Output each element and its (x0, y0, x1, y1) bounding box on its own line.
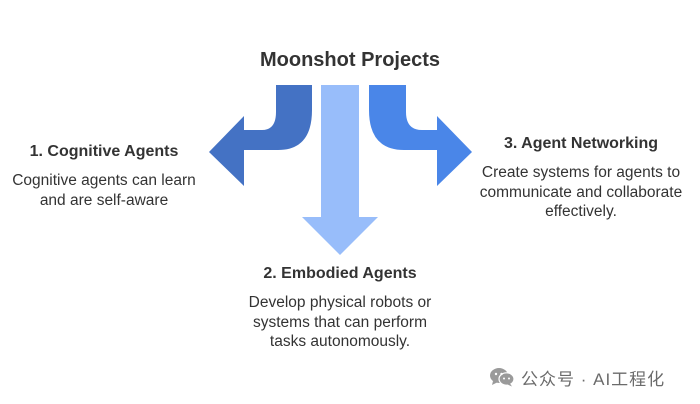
item-description: Develop physical robots or systems that … (210, 293, 470, 352)
description-line: Develop physical robots or (248, 294, 432, 311)
watermark: 公众号 · AI工程化 (489, 366, 666, 389)
watermark-text: 公众号 · AI工程化 (521, 369, 666, 389)
left-curved-arrow (209, 85, 312, 186)
item-heading: 3. Agent Networking (503, 135, 659, 152)
description-line: tasks autonomously. (269, 333, 411, 350)
item-heading: 1. Cognitive Agents (29, 143, 179, 160)
item-embodied-agents: 2. Embodied Agents Develop physical robo… (210, 264, 470, 352)
wechat-icon (490, 368, 515, 387)
description-line: Cognitive agents can learn (12, 172, 196, 189)
diagram-title: Moonshot Projects (259, 49, 440, 71)
description-line: systems that can perform (252, 313, 427, 331)
item-agent-networking: 3. Agent Networking Create systems for a… (470, 134, 692, 222)
description-line: communicate and collaborate (479, 183, 683, 201)
right-curved-arrow (369, 85, 472, 186)
item-description: Create systems for agents to communicate… (470, 163, 692, 222)
item-heading: 2. Embodied Agents (263, 265, 417, 282)
item-description: Cognitive agents can learn and are self-… (0, 171, 208, 210)
description-line: and are self-aware (39, 191, 169, 209)
description-line: effectively. (545, 203, 617, 220)
description-line: Create systems for agents to (481, 164, 681, 181)
down-arrow (302, 85, 378, 255)
item-cognitive-agents: 1. Cognitive Agents Cognitive agents can… (0, 142, 208, 210)
